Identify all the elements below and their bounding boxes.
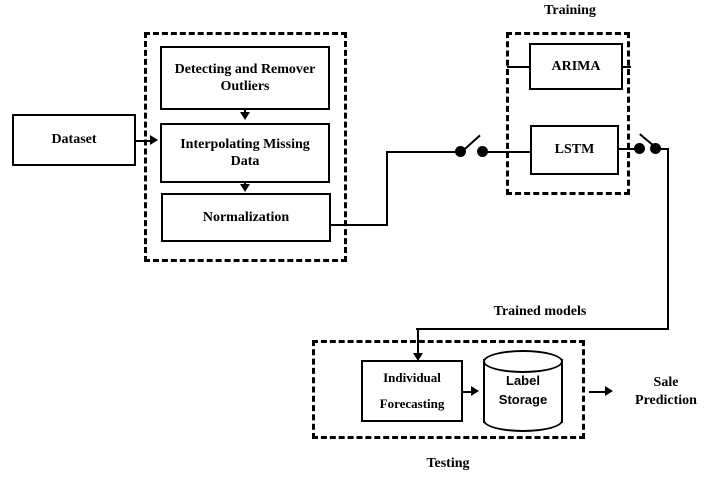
input-switch-left-terminal[interactable]	[455, 146, 466, 157]
edge-switch-to-training	[486, 151, 532, 153]
edge-storage-to-sale-prediction	[589, 391, 607, 393]
edge-outliers-to-interpolating	[244, 110, 246, 114]
output-switch-right-terminal[interactable]	[650, 143, 661, 154]
label-storage-line2: Storage	[498, 392, 548, 407]
edge-forecasting-to-storage	[463, 391, 473, 393]
node-label-storage[interactable]: Label Storage	[483, 350, 563, 432]
edge-arima-right-stub	[622, 66, 631, 68]
edge-trained-models-into-testing	[417, 328, 419, 355]
edge-trained-models-arrowhead	[413, 353, 423, 361]
node-individual-forecasting[interactable]: Individual Forecasting	[361, 360, 463, 422]
sale-prediction-line1: Sale	[653, 375, 679, 390]
label-storage-line1: Label	[506, 373, 540, 389]
edge-trained-models-horizontal	[416, 328, 669, 330]
edge-dataset-arrowhead	[150, 135, 158, 145]
edge-output-switch-to-corner	[658, 148, 669, 150]
node-interpolating-missing-data[interactable]: Interpolating Missing Data	[160, 123, 330, 183]
edge-trained-models-label: Trained models	[493, 304, 587, 319]
edge-lstm-right-stub	[618, 148, 642, 150]
group-preprocessing	[144, 32, 347, 262]
edge-interpolating-to-normalization-arrowhead	[240, 184, 250, 192]
edge-dataset-to-preprocessing	[136, 140, 152, 142]
node-arima[interactable]: ARIMA	[529, 43, 623, 90]
label-storage-top-ellipse	[483, 350, 563, 373]
edge-arima-left-stub	[507, 66, 530, 68]
group-training-label: Training	[544, 3, 596, 18]
edge-sale-prediction-arrowhead	[605, 386, 613, 396]
edge-forecasting-to-storage-arrowhead	[471, 386, 479, 396]
edge-trained-models-down	[667, 148, 669, 330]
edge-normalization-out-riser	[386, 151, 388, 226]
sale-prediction-line2: Prediction	[635, 392, 697, 408]
label-storage-text: Label Storage	[483, 350, 563, 432]
edge-outliers-to-interpolating-arrowhead	[240, 112, 250, 120]
node-individual-forecasting-line2: Forecasting	[379, 395, 445, 411]
group-testing	[312, 340, 585, 439]
edge-riser-to-switch	[386, 151, 462, 153]
output-switch-left-terminal[interactable]	[634, 143, 645, 154]
group-testing-label: Testing	[426, 456, 470, 471]
node-detecting-remover-outliers[interactable]: Detecting and Remover Outliers	[160, 46, 330, 110]
input-switch-right-terminal[interactable]	[477, 146, 488, 157]
node-lstm[interactable]: LSTM	[530, 125, 619, 175]
node-sale-prediction: Sale Prediction	[618, 374, 714, 409]
edge-interpolating-to-normalization	[244, 183, 246, 186]
node-normalization[interactable]: Normalization	[161, 193, 331, 242]
group-training	[506, 32, 630, 195]
edge-normalization-out-horizontal	[331, 224, 388, 226]
node-dataset[interactable]: Dataset	[12, 114, 136, 166]
node-individual-forecasting-line1: Individual	[383, 370, 441, 386]
